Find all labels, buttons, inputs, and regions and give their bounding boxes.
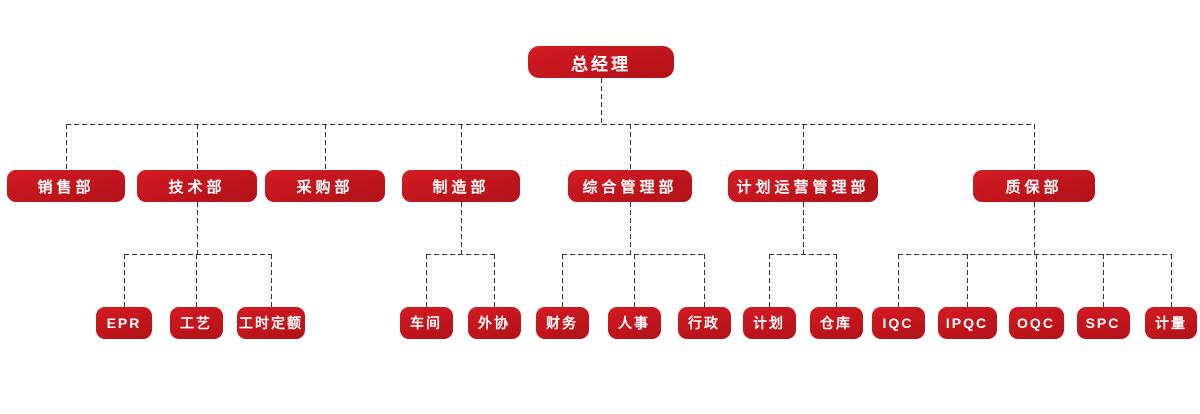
connector-line — [803, 202, 804, 254]
connector-line — [769, 254, 770, 307]
org-node-sub[interactable]: 财务 — [535, 307, 589, 339]
org-node-sub[interactable]: 工艺 — [169, 307, 223, 339]
org-node-dept[interactable]: 质保部 — [973, 170, 1095, 202]
connector-line — [66, 124, 1034, 125]
org-node-sub[interactable]: OQC — [1008, 307, 1064, 339]
org-node-dept[interactable]: 综合管理部 — [568, 170, 692, 202]
org-node-sub[interactable]: 工时定额 — [237, 307, 305, 339]
org-node-sub[interactable]: 计划 — [742, 307, 796, 339]
org-node-dept[interactable]: 销售部 — [7, 170, 125, 202]
org-node-dept[interactable]: 计划运营管理部 — [728, 170, 878, 202]
connector-line — [461, 124, 462, 170]
connector-line — [1171, 254, 1172, 307]
connector-line — [426, 254, 427, 307]
connector-line — [196, 254, 197, 307]
org-node-sub[interactable]: SPC — [1076, 307, 1130, 339]
connector-line — [1034, 202, 1035, 254]
connector-line — [271, 254, 272, 307]
connector-line — [461, 202, 462, 254]
connector-line — [898, 254, 899, 307]
connector-line — [1036, 254, 1037, 307]
org-node-sub[interactable]: IQC — [871, 307, 925, 339]
org-node-root[interactable]: 总经理 — [528, 46, 674, 78]
connector-line — [898, 254, 1171, 255]
org-node-sub[interactable]: 外协 — [467, 307, 521, 339]
connector-line — [124, 254, 271, 255]
connector-line — [634, 254, 635, 307]
connector-line — [494, 254, 495, 307]
org-node-sub[interactable]: 行政 — [677, 307, 731, 339]
connector-line — [769, 254, 836, 255]
org-node-dept[interactable]: 技术部 — [137, 170, 257, 202]
connector-line — [562, 254, 563, 307]
connector-line — [197, 124, 198, 170]
connector-line — [66, 124, 67, 170]
connector-line — [124, 254, 125, 307]
org-node-sub[interactable]: 人事 — [607, 307, 661, 339]
org-node-sub[interactable]: EPR — [96, 307, 152, 339]
connector-line — [601, 78, 602, 124]
connector-line — [630, 124, 631, 170]
connector-line — [803, 124, 804, 170]
connector-line — [426, 254, 494, 255]
org-node-sub[interactable]: 仓库 — [809, 307, 863, 339]
org-node-dept[interactable]: 采购部 — [265, 170, 385, 202]
org-node-sub[interactable]: 车间 — [399, 307, 453, 339]
connector-line — [562, 254, 704, 255]
connector-line — [1034, 124, 1035, 170]
org-node-sub[interactable]: IPQC — [937, 307, 997, 339]
connector-line — [967, 254, 968, 307]
org-node-dept[interactable]: 制造部 — [402, 170, 520, 202]
org-node-sub[interactable]: 计量 — [1145, 307, 1197, 339]
connector-line — [704, 254, 705, 307]
connector-line — [197, 202, 198, 254]
connector-line — [325, 124, 326, 170]
connector-line — [836, 254, 837, 307]
connector-line — [1103, 254, 1104, 307]
connector-line — [630, 202, 631, 254]
